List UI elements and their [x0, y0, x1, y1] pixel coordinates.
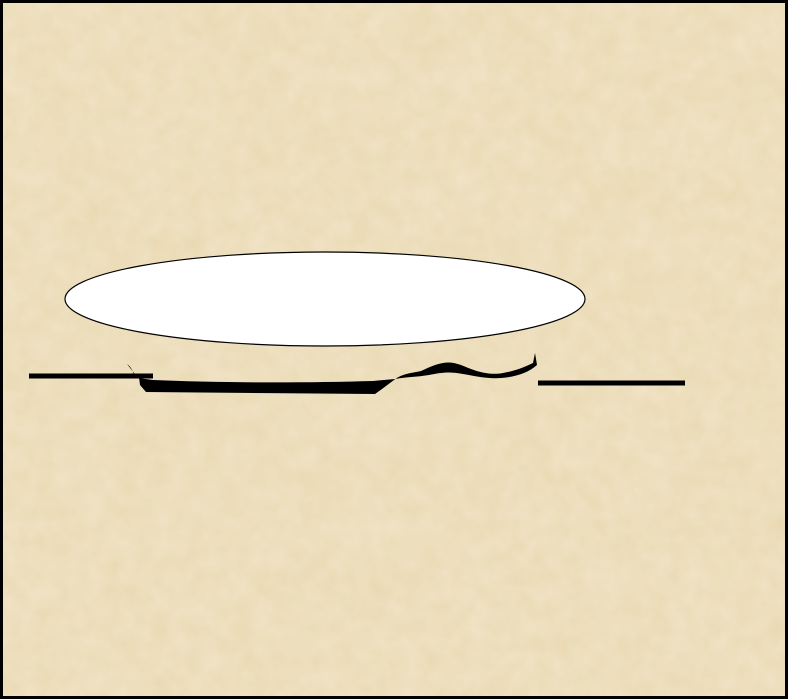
diagram-canvas [3, 3, 785, 696]
parchment-texture-fine [3, 3, 785, 696]
white-ellipse [65, 252, 585, 346]
